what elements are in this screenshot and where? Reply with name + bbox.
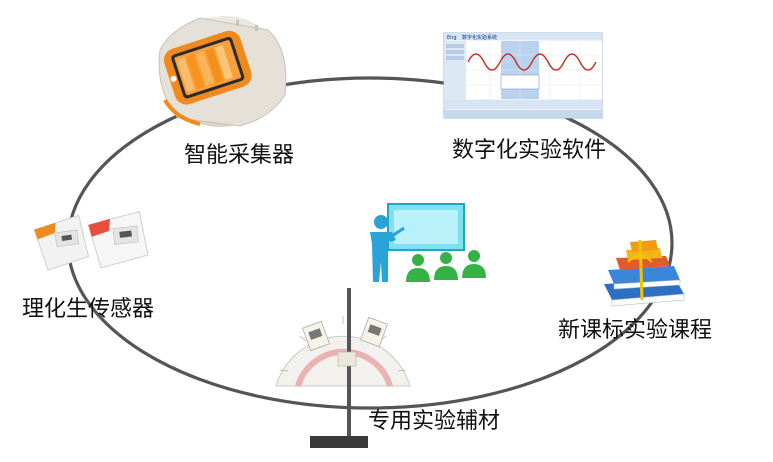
node-label-materials: 专用实验辅材	[368, 409, 501, 434]
book-stack-icon	[604, 239, 685, 307]
data-collector-device-icon	[158, 16, 287, 127]
sensor-pair-icon	[33, 211, 149, 271]
node-label-software: 数字化实验软件	[452, 138, 607, 163]
software-window-icon: Eng 数字化实验系统	[443, 32, 603, 119]
teacher-classroom-icon	[370, 203, 486, 282]
protractor-apparatus-icon	[275, 288, 411, 448]
node-label-sensors: 理化生传感器	[22, 297, 155, 322]
software-title: 数字化实验系统	[462, 34, 497, 41]
software-logo: Eng	[447, 35, 457, 41]
node-label-collector: 智能采集器	[184, 143, 295, 168]
node-label-course: 新课标实验课程	[558, 318, 713, 343]
